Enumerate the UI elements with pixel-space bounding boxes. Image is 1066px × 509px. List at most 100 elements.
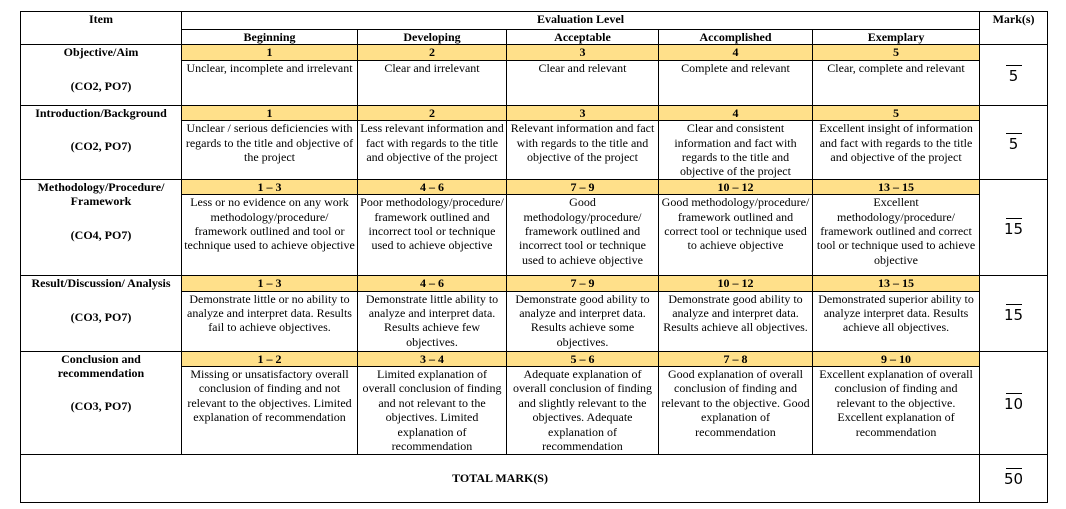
level-header-beginning: Beginning xyxy=(181,28,358,46)
total-label: TOTAL MARK(S) xyxy=(19,453,981,503)
score-range-accomplished: 10 – 12 xyxy=(658,275,813,292)
score-range-beginning: 1 – 3 xyxy=(181,275,358,292)
description-accomplished: Clear and consistent information and fac… xyxy=(658,120,813,180)
score-range-acceptable: 3 xyxy=(506,104,659,122)
item-code: (CO2, PO7) xyxy=(70,78,132,93)
score-range-exemplary: 5 xyxy=(811,104,981,122)
score-range-exemplary: 5 xyxy=(811,44,981,61)
description-exemplary: Excellent explanation of overall conclus… xyxy=(811,366,981,455)
rubric-row: Methodology/Procedure/ Framework(CO4, PO… xyxy=(20,178,1049,277)
score-range-exemplary: 13 – 15 xyxy=(811,275,981,292)
description-beginning: Less or no evidence on any work methodol… xyxy=(181,194,358,277)
level-header-row: Beginning Developing Acceptable Accompli… xyxy=(21,28,1048,46)
description-developing: Demonstrate little ability to analyze an… xyxy=(357,290,507,352)
description-acceptable: Demonstrate good ability to analyze and … xyxy=(506,290,659,352)
rubric-row: Conclusion and recommendation (CO3, PO7) 1… xyxy=(20,350,1049,455)
max-mark: 15 xyxy=(1004,217,1024,238)
item-code: (CO3, PO7) xyxy=(70,399,132,414)
marks-header: Mark(s) xyxy=(979,10,1049,46)
total-mark-cell: 50 xyxy=(979,453,1049,503)
rubric-table: Item Evaluation Level Mark(s) Beginning … xyxy=(19,10,1049,503)
score-range-accomplished: 4 xyxy=(658,44,813,61)
evaluation-level-header: Evaluation Level xyxy=(180,11,981,30)
description-developing: Clear and irrelevant xyxy=(357,59,507,106)
fraction-bar xyxy=(1005,217,1022,219)
description-acceptable: Relevant information and fact with regar… xyxy=(506,120,659,180)
rubric-row: Result/Discussion/ Analysis (CO3, PO7) 1 –… xyxy=(20,275,1049,352)
score-range-developing: 2 xyxy=(357,104,507,122)
score-range-acceptable: 7 – 9 xyxy=(506,275,659,292)
fraction-bar xyxy=(1005,132,1022,134)
description-beginning: Unclear, incomplete and irrelevant xyxy=(181,59,358,106)
rubric-desc-row: Missing or unsatisfactory overall conclu… xyxy=(21,366,1048,455)
score-range-developing: 4 – 6 xyxy=(357,275,507,292)
max-mark: 5 xyxy=(1005,132,1022,153)
rubric-desc-row: Less or no evidence on any work methodol… xyxy=(21,194,1048,277)
mark-cell: 15 xyxy=(979,275,1049,352)
score-range-acceptable: 3 xyxy=(506,44,659,61)
rubric-desc-row: Demonstrate little or no ability to anal… xyxy=(21,290,1048,352)
score-range-acceptable: 5 – 6 xyxy=(506,350,659,368)
score-range-beginning: 1 – 3 xyxy=(181,178,358,196)
header-row: Item Evaluation Level Mark(s) xyxy=(20,10,1049,46)
score-range-accomplished: 7 – 8 xyxy=(658,350,813,368)
item-cell: Objective/Aim (CO2, PO7) xyxy=(20,44,182,106)
max-mark: 15 xyxy=(1004,303,1024,324)
score-range-exemplary: 9 – 10 xyxy=(811,350,981,368)
score-range-acceptable: 7 – 9 xyxy=(506,178,659,196)
rubric-desc-row: Unclear / serious deficiencies with rega… xyxy=(21,120,1048,180)
description-exemplary: Excellent insight of information and fac… xyxy=(811,120,981,180)
item-code: (CO4, PO7) xyxy=(70,227,132,242)
fraction-bar xyxy=(1005,303,1022,305)
description-accomplished: Complete and relevant xyxy=(658,59,813,106)
max-mark: 5 xyxy=(1005,65,1022,86)
item-cell: Methodology/Procedure/ Framework(CO4, PO… xyxy=(20,178,182,277)
score-range-beginning: 1 – 2 xyxy=(181,350,358,368)
max-mark-value: 15 xyxy=(1004,305,1024,324)
item-title: Conclusion and recommendation xyxy=(57,351,145,381)
max-mark-value: 5 xyxy=(1008,67,1019,86)
item-code: (CO3, PO7) xyxy=(70,309,132,324)
description-acceptable: Adequate explanation of overall conclusi… xyxy=(506,366,659,455)
score-range-beginning: 1 xyxy=(181,104,358,122)
score-range-developing: 2 xyxy=(357,44,507,61)
description-acceptable: Good methodology/procedure/ framework ou… xyxy=(506,194,659,277)
score-range-accomplished: 4 xyxy=(658,104,813,122)
item-cell: Result/Discussion/ Analysis (CO3, PO7) xyxy=(20,275,182,352)
mark-cell: 5 xyxy=(979,44,1049,106)
item-cell: Conclusion and recommendation (CO3, PO7) xyxy=(20,350,182,455)
max-mark: 10 xyxy=(1004,392,1024,413)
item-code: (CO2, PO7) xyxy=(70,139,132,154)
mark-cell: 5 xyxy=(979,104,1049,180)
description-developing: Limited explanation of overall conclusio… xyxy=(357,366,507,455)
fraction-bar xyxy=(1005,65,1022,67)
description-acceptable: Clear and relevant xyxy=(506,59,659,106)
fraction-bar xyxy=(1005,468,1022,470)
max-mark-value: 15 xyxy=(1004,219,1024,238)
description-exemplary: Clear, complete and relevant xyxy=(811,59,981,106)
level-header-acceptable: Acceptable xyxy=(506,28,659,46)
max-mark-value: 5 xyxy=(1008,134,1019,153)
max-mark-value: 10 xyxy=(1004,394,1024,413)
level-header-exemplary: Exemplary xyxy=(811,28,981,46)
item-title: Objective/Aim xyxy=(63,45,139,60)
fraction-bar xyxy=(1005,392,1022,394)
description-accomplished: Demonstrate good ability to analyze and … xyxy=(658,290,813,352)
score-range-exemplary: 13 – 15 xyxy=(811,178,981,196)
total-row: TOTAL MARK(S) 50 xyxy=(19,453,1049,503)
description-beginning: Demonstrate little or no ability to anal… xyxy=(181,290,358,352)
mark-cell: 10 xyxy=(979,350,1049,455)
description-beginning: Missing or unsatisfactory overall conclu… xyxy=(181,366,358,455)
description-accomplished: Good explanation of overall conclusion o… xyxy=(658,366,813,455)
level-header-developing: Developing xyxy=(357,28,507,46)
total-max-mark-value: 50 xyxy=(1004,470,1024,489)
mark-cell: 15 xyxy=(979,178,1049,277)
item-title: Result/Discussion/ Analysis xyxy=(31,276,171,291)
description-beginning: Unclear / serious deficiencies with rega… xyxy=(181,120,358,180)
item-cell: Introduction/Background(CO2, PO7) xyxy=(20,104,182,180)
score-range-developing: 3 – 4 xyxy=(357,350,507,368)
score-range-developing: 4 – 6 xyxy=(357,178,507,196)
